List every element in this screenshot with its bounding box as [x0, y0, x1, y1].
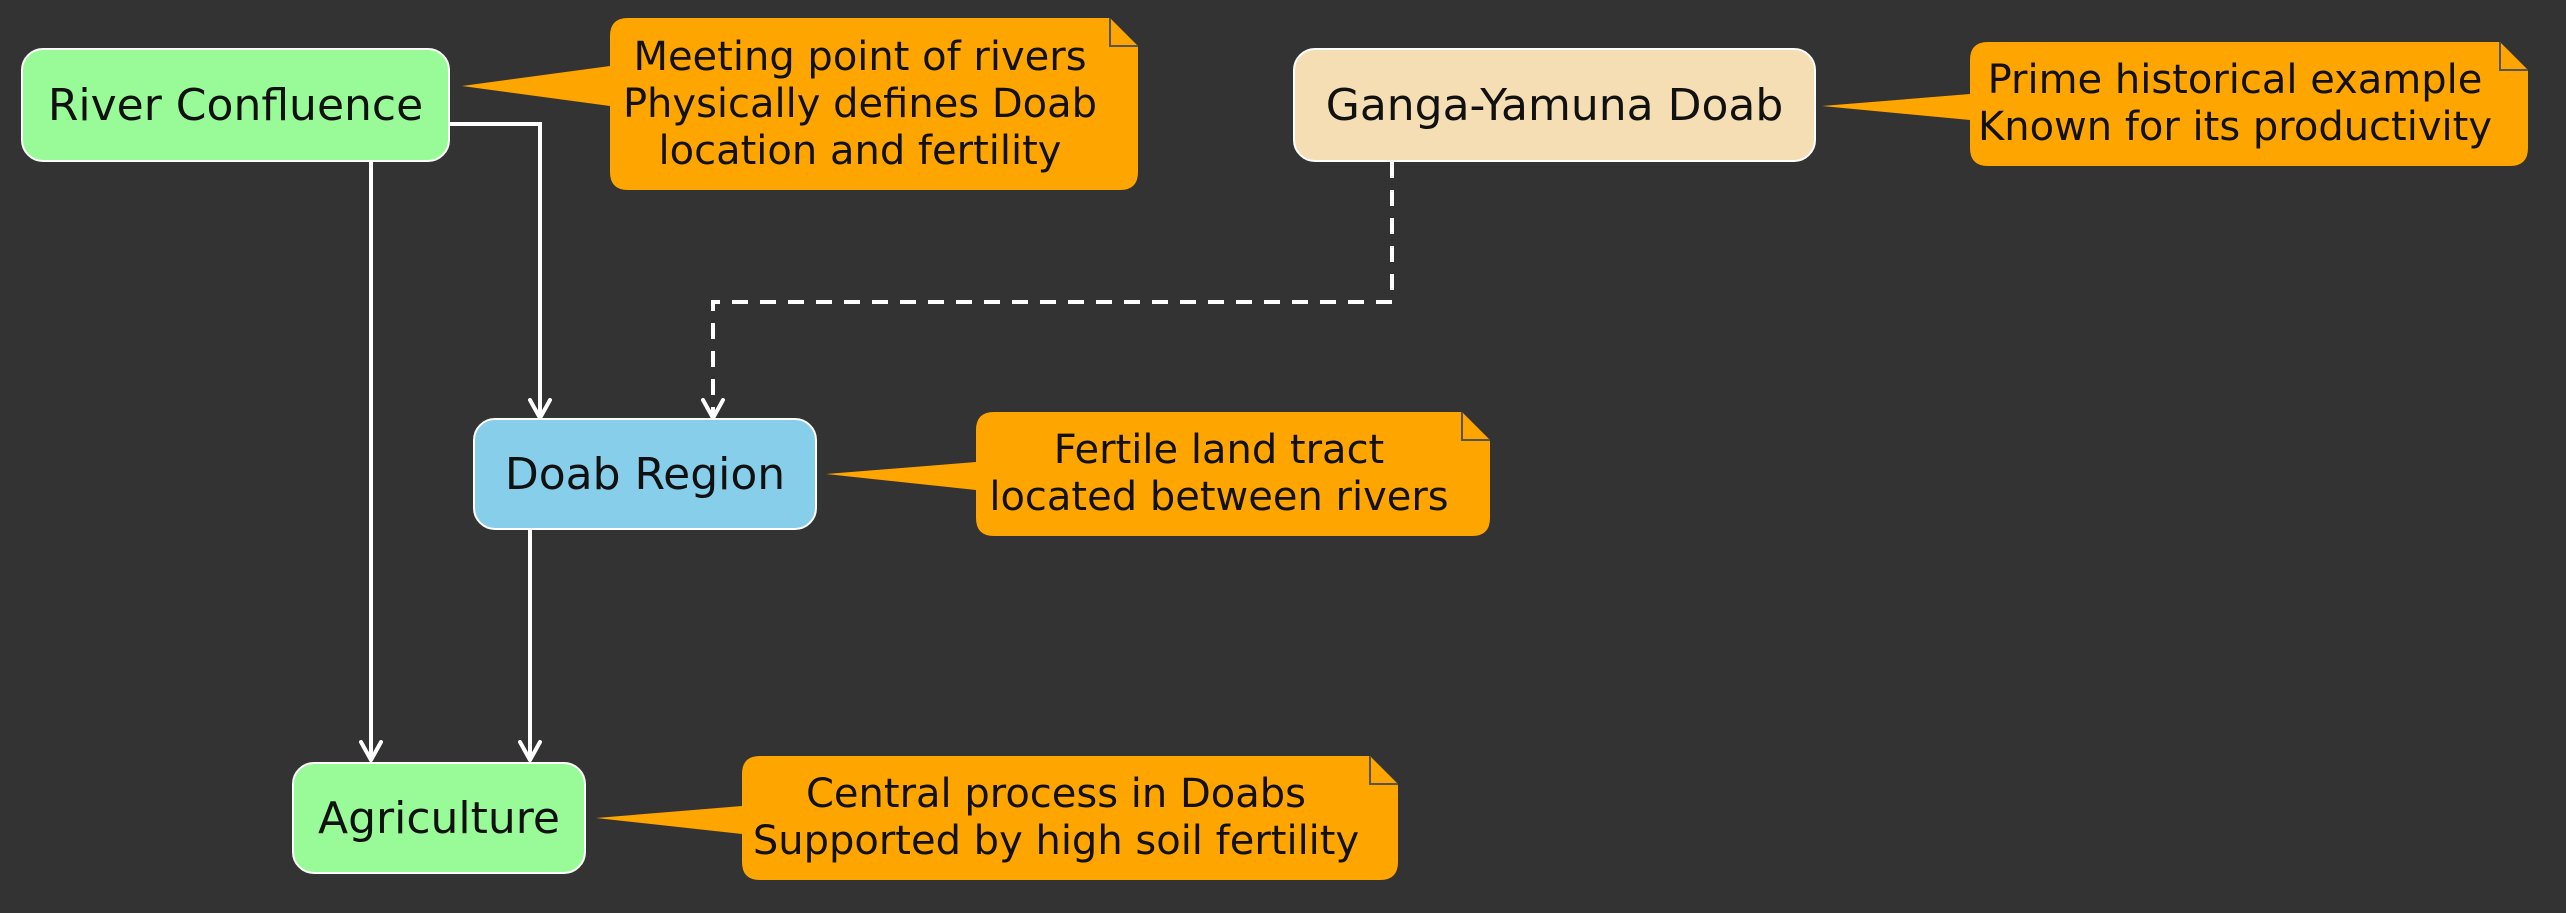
- note-line: Physically defines Doab: [622, 80, 1098, 127]
- note-line: Central process in Doabs: [806, 771, 1306, 817]
- node-river-confluence: River Confluence: [21, 48, 450, 162]
- edge-river-confluence-to-doab-region: [450, 122, 552, 420]
- note-ganga-yamuna-doab: Prime historical example Known for its p…: [1970, 42, 2500, 166]
- node-ganga-yamuna-doab-label: Ganga-Yamuna Doab: [1325, 79, 1784, 131]
- note-line: Known for its productivity: [1977, 104, 2492, 150]
- note-agriculture-shape: [596, 756, 1398, 880]
- note-agriculture: Central process in Doabs Supported by hi…: [742, 756, 1370, 880]
- note-line: located between rivers: [989, 474, 1449, 520]
- note-line: Prime historical example: [1987, 57, 2483, 103]
- node-river-confluence-label: River Confluence: [47, 79, 424, 131]
- note-river-confluence-shape: [462, 18, 1138, 190]
- edge-ganga-yamuna-to-doab-region: [701, 162, 1394, 420]
- node-agriculture-label: Agriculture: [318, 792, 560, 844]
- node-doab-region: Doab Region: [473, 418, 817, 530]
- node-ganga-yamuna-doab: Ganga-Yamuna Doab: [1293, 48, 1816, 162]
- note-line: Supported by high soil fertility: [752, 818, 1360, 864]
- note-doab-region: Fertile land tract located between river…: [976, 412, 1462, 536]
- note-river-confluence: Meeting point of rivers Physically defin…: [610, 18, 1110, 190]
- note-line: location and fertility: [658, 127, 1062, 174]
- note-ganga-yamuna-shape: [1822, 42, 2528, 166]
- node-agriculture: Agriculture: [292, 762, 586, 874]
- note-doab-region-shape: [826, 412, 1490, 536]
- node-doab-region-label: Doab Region: [504, 448, 786, 500]
- note-line: Meeting point of rivers: [633, 33, 1087, 80]
- note-line: Fertile land tract: [1053, 427, 1385, 473]
